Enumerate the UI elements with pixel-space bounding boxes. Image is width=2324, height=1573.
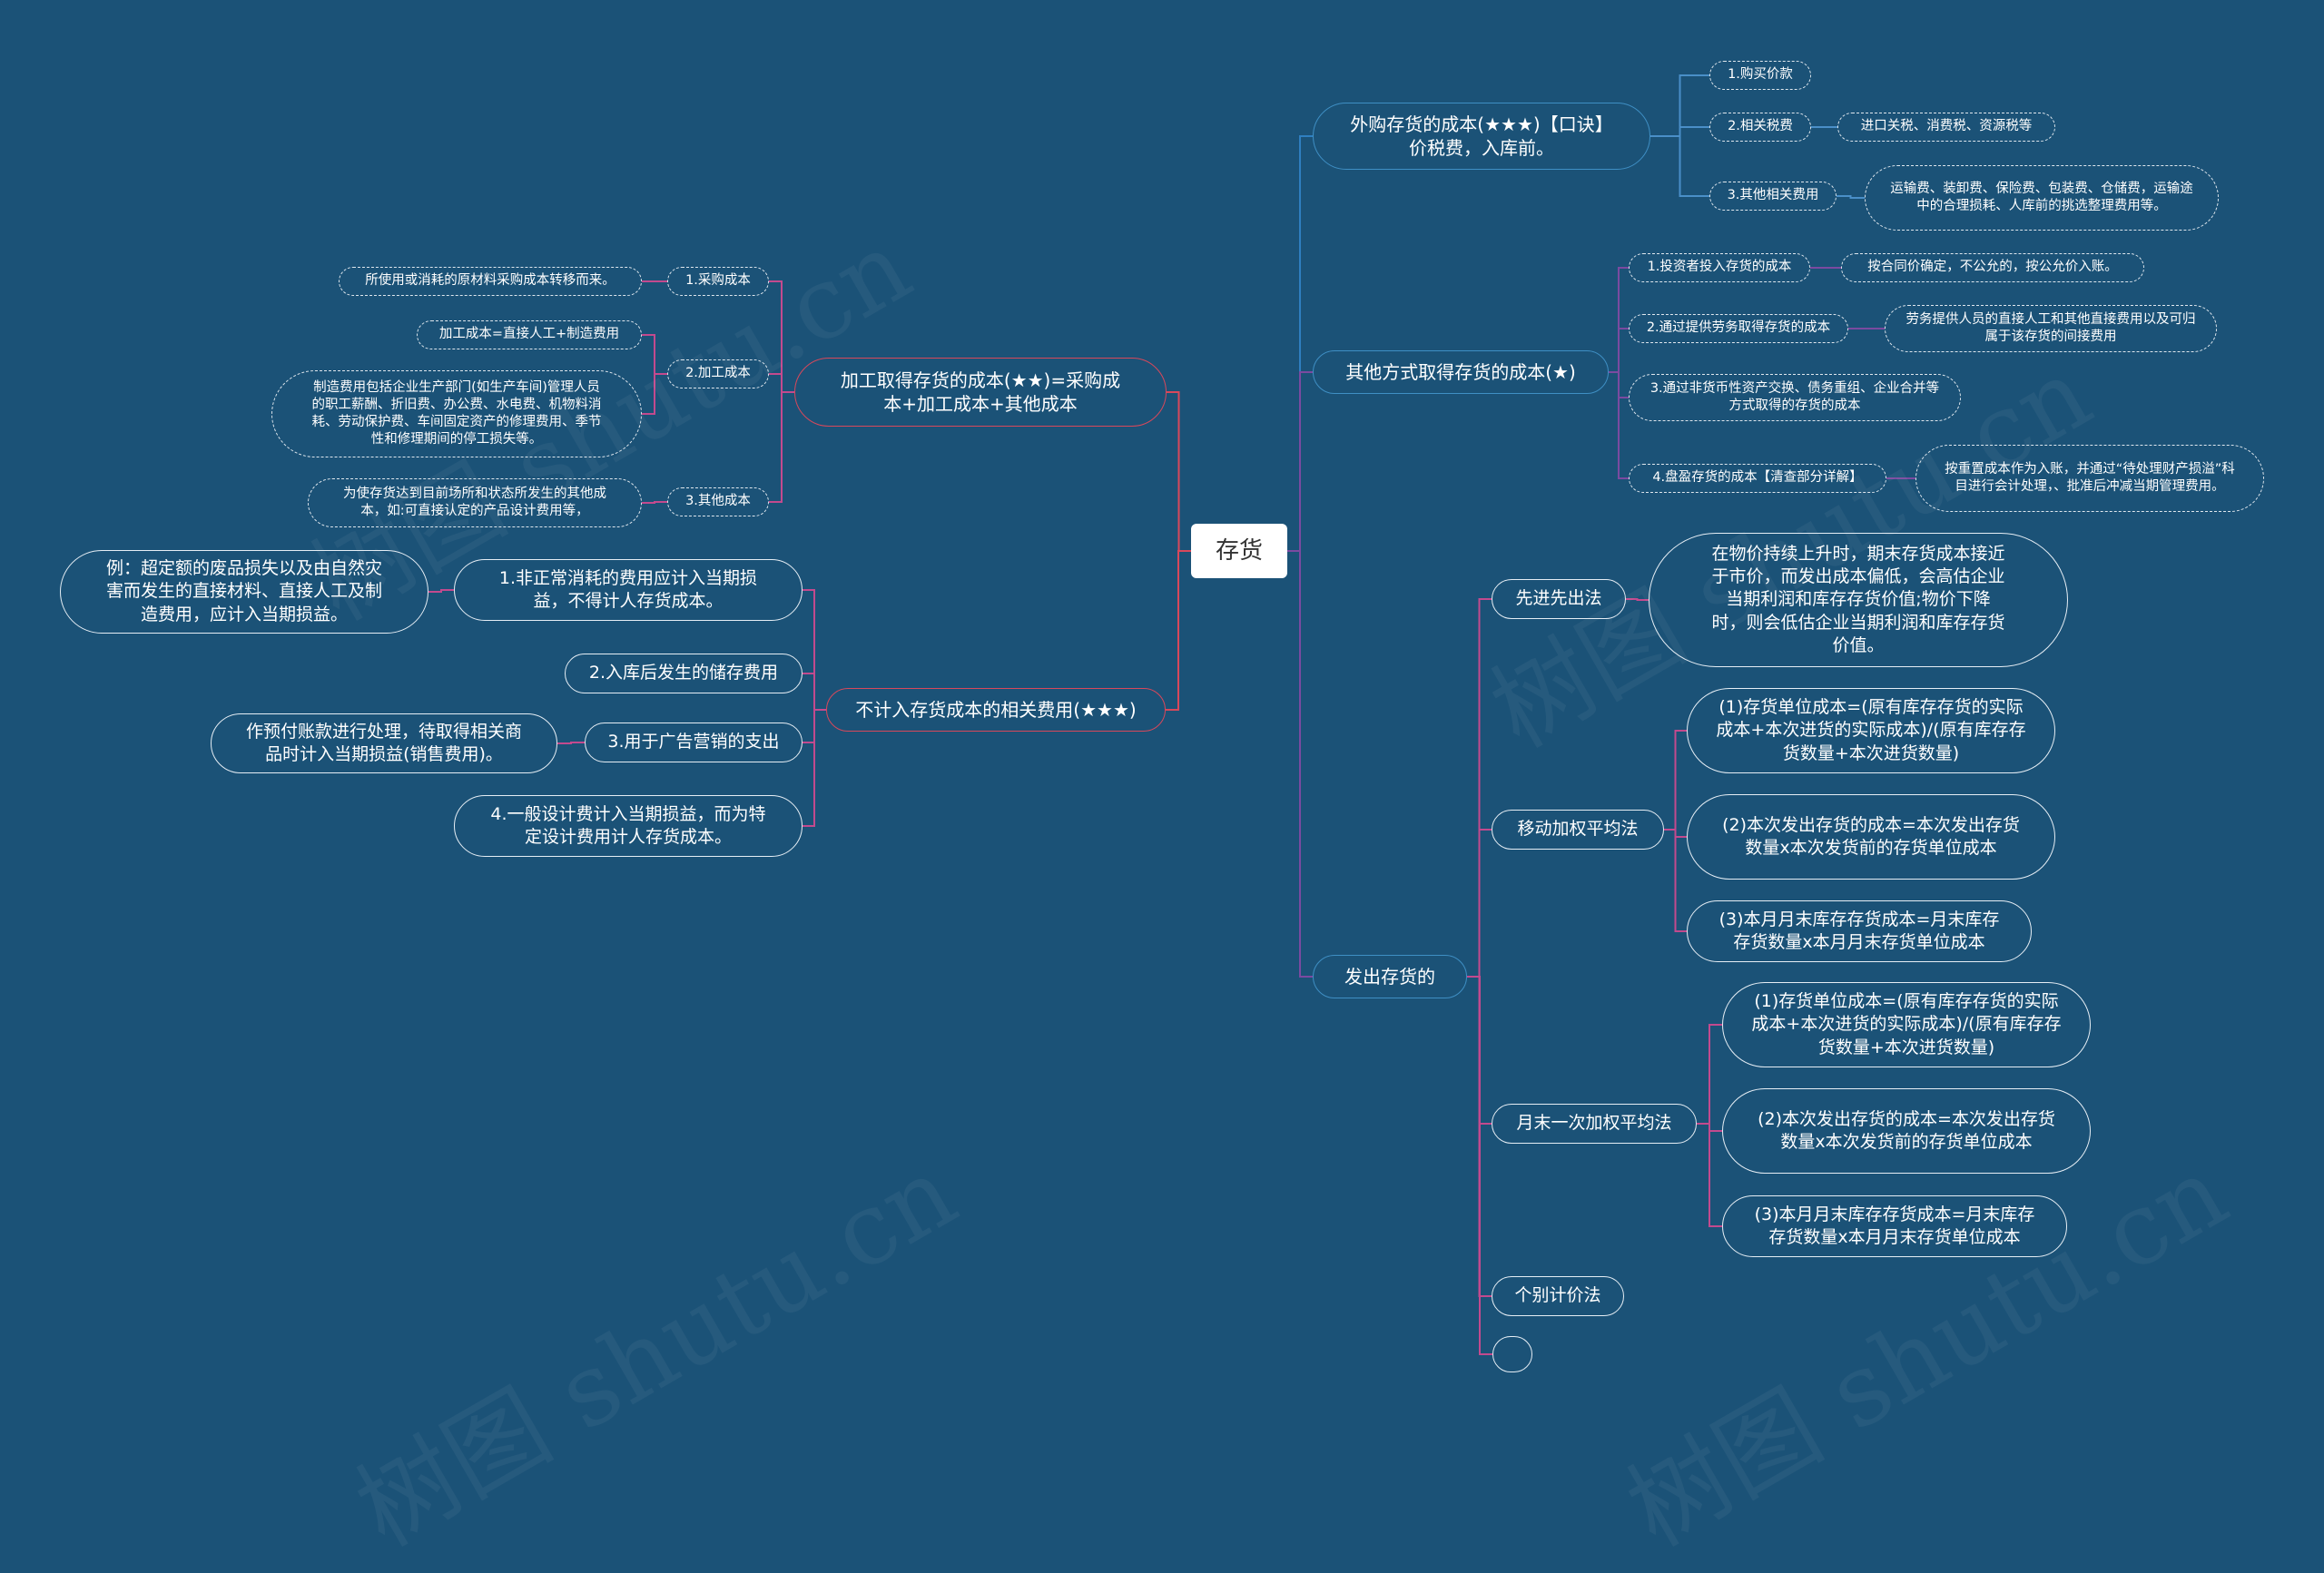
connector-line bbox=[642, 373, 667, 415]
fifo-detail[interactable]: 在物价持续上升时，期末存货成本接近于市价，而发出成本偏低，会高估企业当期利润和库… bbox=[1649, 533, 2068, 667]
monthly-average-node[interactable]: 月末一次加权平均法 bbox=[1492, 1104, 1697, 1144]
abnormal-loss-node[interactable]: 1.非正常消耗的费用应计入当期损益，不得计人存货成本。 bbox=[454, 559, 803, 621]
connector-line bbox=[1609, 328, 1629, 373]
other-cost-detail[interactable]: 为使存货达到目前场所和状态所发生的其他成本，如:可直接认定的产品设计费用等， bbox=[308, 478, 642, 527]
moving-issue-cost[interactable]: (2)本次发出存货的成本=本次发出存货数量x本次发货前的存货单位成本 bbox=[1687, 794, 2055, 880]
inventory-surplus-node[interactable]: 4.盘盈存货的成本【清查部分详解】 bbox=[1629, 464, 1886, 493]
other-related-fees-node[interactable]: 3.其他相关费用 bbox=[1709, 182, 1837, 211]
purchase-cost-detail[interactable]: 所使用或消耗的原材料采购成本转移而来。 bbox=[339, 267, 642, 296]
connector-line bbox=[1650, 135, 1709, 197]
connector-line bbox=[1697, 1123, 1722, 1227]
connector-line bbox=[803, 709, 826, 827]
connector-line bbox=[642, 334, 667, 375]
non-monetary-exchange-node[interactable]: 3.通过非货币性资产交换、债务重组、企业合并等方式取得的存货的成本 bbox=[1629, 374, 1961, 421]
design-fee-node[interactable]: 4.一般设计费计入当期损益，而为特定设计费用计人存货成本。 bbox=[454, 795, 803, 857]
manufacturing-overhead-detail[interactable]: 制造费用包括企业生产部门(如生产车间)管理人员的职工薪酬、折旧费、办公费、水电费… bbox=[271, 370, 642, 457]
connector-line bbox=[1467, 829, 1492, 978]
purchase-price-node[interactable]: 1.购买价款 bbox=[1709, 61, 1811, 90]
inventory-surplus-detail[interactable]: 按重置成本作为入账，并通过“待处理财产损溢”科目进行会计处理，、批准后冲减当期管… bbox=[1915, 445, 2264, 512]
connector-line bbox=[1167, 391, 1191, 552]
connector-line bbox=[1287, 371, 1313, 552]
connector-line bbox=[428, 589, 454, 593]
other-related-fees-detail[interactable]: 运输费、装卸费、保险费、包装费、仓储费，运输途中的合理损耗、人库前的挑选整理费用… bbox=[1865, 165, 2219, 231]
connector-lines bbox=[428, 74, 1915, 1355]
connector-line bbox=[1664, 829, 1687, 932]
moving-unit-cost[interactable]: (1)存货单位成本=(原有库存存货的实际成本+本次进货的实际成本)/(原有库存存… bbox=[1687, 688, 2055, 773]
processing-cost-node[interactable]: 加工取得存货的成本(★★)=采购成本+加工成本+其他成本 bbox=[794, 358, 1167, 427]
related-taxes-node[interactable]: 2.相关税费 bbox=[1709, 113, 1811, 142]
moving-ending-cost[interactable]: (3)本月月末库存存货成本=月末库存存货数量x本月月末存货单位成本 bbox=[1687, 900, 2032, 962]
connector-line bbox=[1467, 976, 1492, 1355]
connector-line bbox=[769, 391, 794, 503]
advertising-detail[interactable]: 作预付账款进行处理，待取得相关商品时计入当期损益(销售费用)。 bbox=[211, 713, 557, 773]
connector-line bbox=[803, 673, 826, 711]
connector-line bbox=[642, 501, 667, 504]
advertising-node[interactable]: 3.用于广告营销的支出 bbox=[585, 723, 803, 762]
specific-identification-node[interactable]: 个别计价法 bbox=[1492, 1276, 1624, 1316]
fifo-node[interactable]: 先进先出法 bbox=[1492, 579, 1626, 619]
connector-line bbox=[1287, 550, 1313, 978]
connector-line bbox=[1650, 126, 1709, 137]
monthly-issue-cost[interactable]: (2)本次发出存货的成本=本次发出存货数量x本次发货前的存货单位成本 bbox=[1722, 1088, 2091, 1174]
processing-cost-formula[interactable]: 加工成本=直接人工+制造费用 bbox=[417, 320, 642, 349]
root-node[interactable]: 存货 bbox=[1191, 524, 1287, 578]
monthly-ending-cost[interactable]: (3)本月月末库存存货成本=月末库存存货数量x本月月末存货单位成本 bbox=[1722, 1195, 2067, 1257]
inventory-issue-node[interactable]: 发出存货的 bbox=[1313, 955, 1467, 998]
connector-line bbox=[1166, 550, 1191, 711]
abnormal-loss-example[interactable]: 例：超定额的废品损失以及由自然灾害而发生的直接材料、直接人工及制造费用，应计入当… bbox=[60, 550, 428, 634]
connector-line bbox=[557, 742, 585, 744]
labor-service-node[interactable]: 2.通过提供劳务取得存货的成本 bbox=[1629, 314, 1848, 343]
mindmap-canvas: 树图 shutu.cn 树图 shutu.cn 树图 shutu.cn 树图 s… bbox=[60, 61, 2264, 1568]
investor-contribution-detail[interactable]: 按合同价确定，不公允的，按公允价入账。 bbox=[1841, 253, 2144, 282]
connector-line bbox=[1697, 1024, 1722, 1125]
connector-line bbox=[1664, 730, 1687, 831]
purchase-cost-node-left[interactable]: 1.采购成本 bbox=[667, 267, 769, 296]
connector-line bbox=[1626, 598, 1649, 601]
processing-cost-item[interactable]: 2.加工成本 bbox=[667, 359, 769, 388]
empty-node[interactable] bbox=[1492, 1336, 1532, 1372]
connector-line bbox=[769, 373, 794, 393]
connector-line bbox=[1609, 371, 1629, 479]
excluded-costs-node[interactable]: 不计入存货成本的相关费用(★★★) bbox=[826, 688, 1166, 732]
moving-average-node[interactable]: 移动加权平均法 bbox=[1492, 810, 1664, 850]
investor-contribution-node[interactable]: 1.投资者投入存货的成本 bbox=[1629, 253, 1810, 282]
connector-line bbox=[1837, 195, 1865, 199]
labor-service-detail[interactable]: 劳务提供人员的直接人工和其他直接费用以及可归属于该存货的间接费用 bbox=[1885, 305, 2217, 352]
other-acquisition-node[interactable]: 其他方式取得存货的成本(★) bbox=[1313, 350, 1609, 394]
purchase-cost-node[interactable]: 外购存货的成本(★★★)【口诀】价税费，入库前。 bbox=[1313, 103, 1650, 170]
monthly-unit-cost[interactable]: (1)存货单位成本=(原有库存存货的实际成本+本次进货的实际成本)/(原有库存存… bbox=[1722, 982, 2091, 1067]
other-cost-node[interactable]: 3.其他成本 bbox=[667, 487, 769, 516]
storage-cost-node[interactable]: 2.入库后发生的储存费用 bbox=[565, 654, 803, 693]
related-taxes-detail[interactable]: 进口关税、消费税、资源税等 bbox=[1837, 113, 2055, 142]
